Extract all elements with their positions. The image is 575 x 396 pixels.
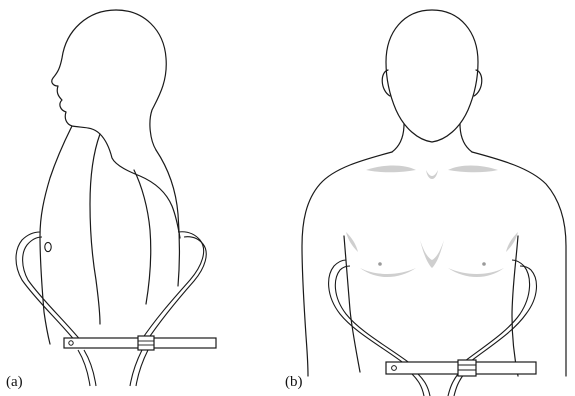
panel-b-neck-right (460, 124, 472, 152)
panel-b-caliper-right-shank (448, 374, 464, 396)
panel-b-head-outline (386, 10, 478, 142)
panel-a-caliper-front-shank (78, 350, 96, 386)
panel-b-right-armpit (512, 236, 518, 376)
panel-a-arm-back (134, 170, 151, 304)
panel-b-left-armpit (344, 236, 360, 372)
panel-b-right-pec-line (506, 232, 518, 252)
panel-b-left-nipple (378, 262, 382, 266)
panel-b-scale-slider (458, 360, 476, 376)
panel-b-scale-pivot (392, 366, 397, 371)
panel-b-caliper-right-arm-inner (462, 266, 536, 368)
panel-a-head-outline (52, 10, 180, 238)
panel-b-caliper-left-arm-outer (329, 260, 410, 368)
panel-a-caliper-back-arm-inner (146, 237, 206, 342)
panel-a-side-view (16, 10, 216, 386)
panel-a-caliper-back-shank (130, 350, 148, 386)
panel-b-left-pec-underline (360, 268, 416, 277)
panel-b-label: (b) (285, 375, 303, 390)
panel-b-sternal-notch-shading (426, 170, 438, 179)
panel-b-pectoral-shading (420, 240, 444, 268)
panel-b-left-pec-line (346, 232, 358, 252)
panel-a-head-back (116, 10, 166, 150)
panel-b-right-shoulder (472, 152, 566, 376)
panel-a-chest-front (40, 126, 72, 344)
panel-a-scale-pivot (69, 341, 73, 345)
panel-a-arm (90, 134, 100, 324)
panel-a-nipple-marker (45, 242, 51, 251)
panel-b-front-view (302, 10, 566, 396)
panel-a-label: (a) (6, 375, 23, 390)
panel-b-right-pec-underline (448, 268, 504, 277)
panel-b-clavicle-shading-right (448, 166, 498, 173)
panel-b-right-nipple (482, 262, 486, 266)
panel-b-clavicle-shading-left (366, 166, 416, 173)
panel-a-caliper-back-arm-outer (140, 232, 204, 342)
panel-b-neck-left (392, 124, 404, 152)
panel-b-caliper-left-shank (412, 374, 430, 396)
panel-a-scale-slider (138, 336, 154, 350)
panel-b-caliper-right-arm-outer (456, 260, 530, 368)
panel-a-caliper-front-arm-inner (23, 237, 82, 342)
